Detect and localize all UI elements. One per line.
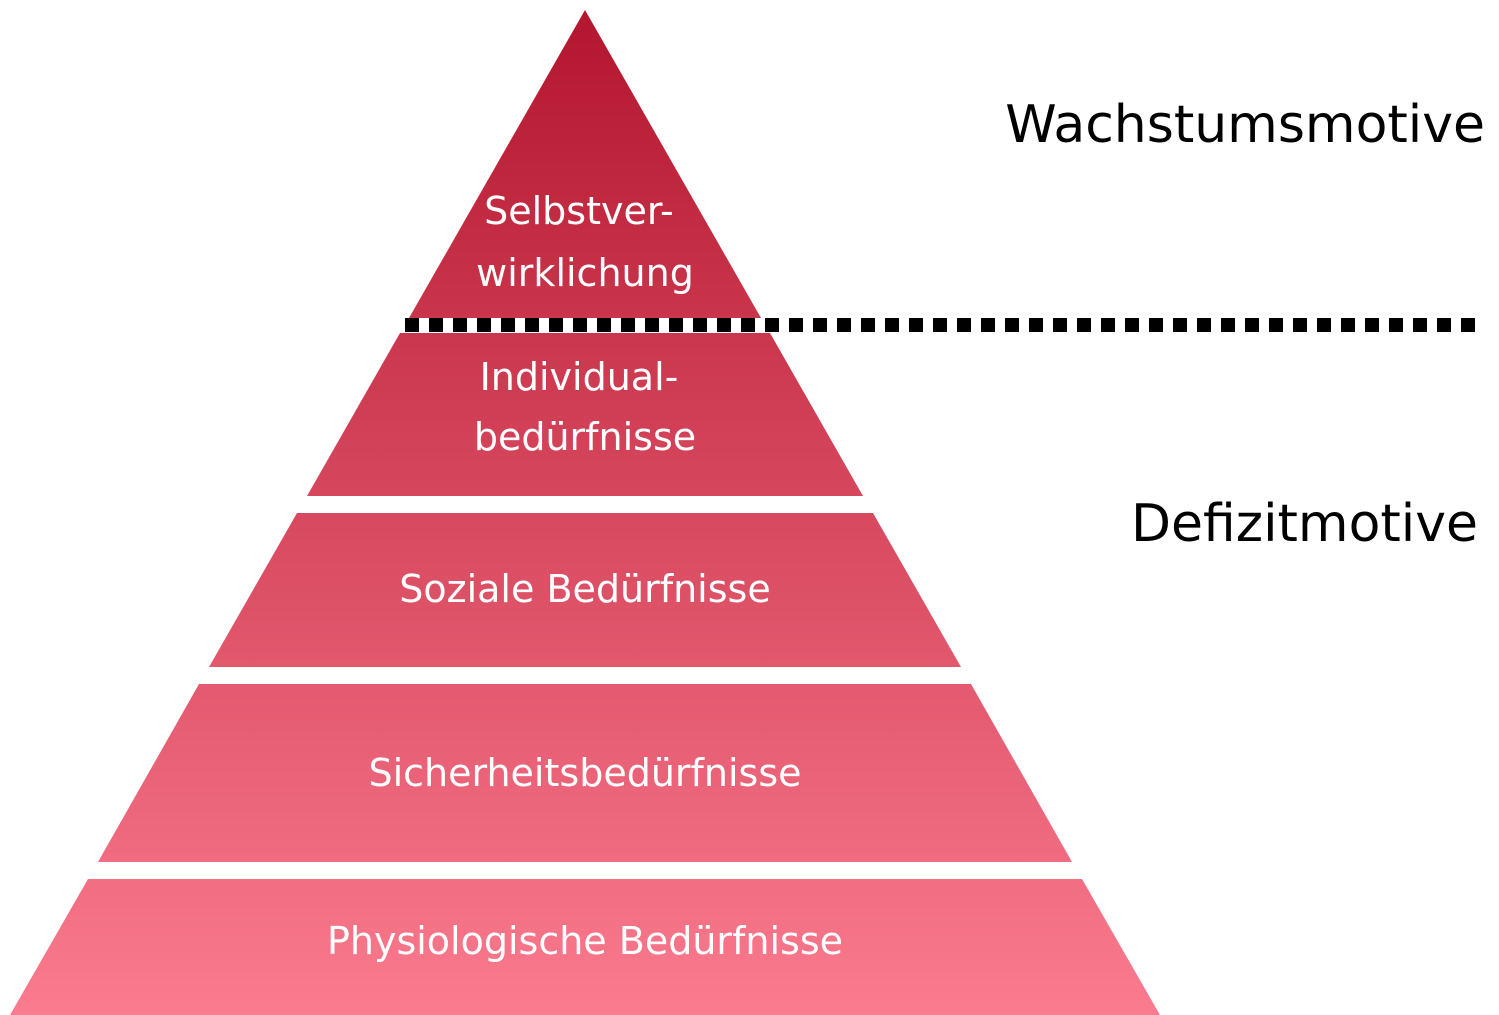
pyramid-level-esteem <box>307 333 863 496</box>
level-label-self-actualization: Selbstver- wirklichung <box>476 189 694 295</box>
pyramid-level-safety <box>98 684 1072 862</box>
pyramid-level-self-actualization <box>409 10 761 318</box>
pyramid-level-physiological <box>10 879 1160 1015</box>
growth-motives-label: Wachstumsmotive <box>1005 95 1485 155</box>
label-line: Selbstver- <box>484 189 674 233</box>
deficit-motives-label: Defizitmotive <box>1131 494 1478 554</box>
level-label-safety: Sicherheitsbedürfnisse <box>368 751 801 795</box>
label-line: Individual- <box>480 355 679 399</box>
label-line: wirklichung <box>476 251 694 295</box>
pyramid-level-social <box>209 513 961 667</box>
level-label-esteem: Individual- bedürfnisse <box>474 355 696 459</box>
level-label-physiological: Physiologische Bedürfnisse <box>327 919 843 963</box>
label-line: bedürfnisse <box>474 415 696 459</box>
level-label-social: Soziale Bedürfnisse <box>399 567 770 611</box>
